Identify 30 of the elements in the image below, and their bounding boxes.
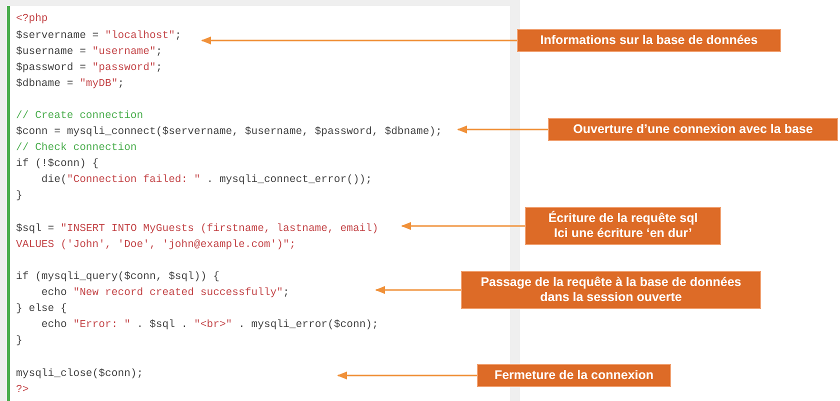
code-line: die("Connection failed: " . mysqli_connect_error()); xyxy=(40,173,372,187)
code-line: if (!$conn) { xyxy=(16,157,99,171)
leader-arrow xyxy=(337,372,477,380)
leader-arrow xyxy=(375,286,461,294)
code-line: if (mysqli_query($conn, $sql)) { xyxy=(16,270,220,284)
code-line: $servername = "localhost"; xyxy=(16,29,182,43)
leader-arrow xyxy=(201,36,517,44)
callout-box: Informations sur la base de données xyxy=(517,29,781,52)
leader-arrow xyxy=(401,222,525,230)
callout-box: Passage de la requête à la base de données dans la session ouverte xyxy=(461,271,761,309)
code-line: } xyxy=(16,334,22,348)
code-line: ?> xyxy=(16,383,29,397)
code-line: $dbname = "myDB"; xyxy=(16,77,124,91)
code-line: mysqli_close($conn); xyxy=(16,367,144,381)
code-line: $sql = "INSERT INTO MyGuests (firstname, lastname, email) xyxy=(16,222,378,236)
callout-box: Ouverture d’une connexion avec la base xyxy=(548,118,838,141)
code-line: } else { xyxy=(16,302,67,316)
code-line: echo "Error: " . $sql . "<br>" . mysqli_error($conn); xyxy=(40,318,378,332)
callout-box: Fermeture de la connexion xyxy=(477,364,671,387)
code-line: echo "New record created successfully"; xyxy=(40,286,290,300)
code-line: // Create connection xyxy=(16,109,144,123)
code-line: <?php xyxy=(16,12,48,26)
code-line: $conn = mysqli_connect($servername, $username, $password, $dbname); xyxy=(16,125,442,139)
code-line: $username = "username"; xyxy=(16,45,162,59)
code-line: } xyxy=(16,189,22,203)
callout-box: Écriture de la requête sql Ici une écriture ‘en dur’ xyxy=(525,207,721,245)
code-line: // Check connection xyxy=(16,141,137,155)
leader-arrow xyxy=(457,126,548,134)
code-line: VALUES ('John', 'Doe', 'john@example.com')"; xyxy=(16,238,296,252)
code-line: $password = "password"; xyxy=(16,61,162,75)
